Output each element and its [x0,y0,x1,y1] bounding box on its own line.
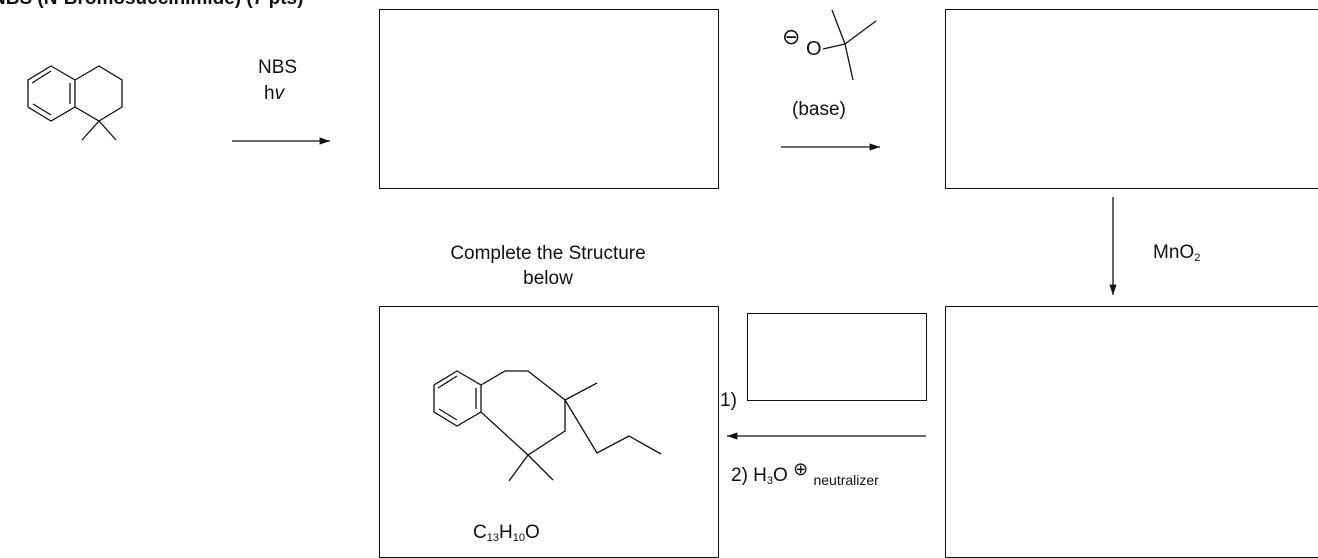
base-label: (base) [792,99,846,120]
neutralizer-label: neutralizer [813,472,879,488]
question-header: NBS (N-Bromosuccinimide) (7 pts) [0,0,303,10]
final-title-line-1: Complete the Structure [450,243,646,264]
answer-box-intermediate-3[interactable] [945,306,1318,558]
molecular-formula: C13H10O [473,522,540,544]
step-1-label: 1) [720,390,737,411]
answer-box-final-product[interactable] [379,306,719,558]
starting-material-structure [27,65,123,141]
mno2-main: MnO [1153,242,1195,263]
condition-light-label: hv [264,83,284,105]
reagent-mno2-label: MnO2 [1153,242,1200,269]
positive-charge-symbol: ⊕ [793,459,809,479]
h3o-subscript: 3 [766,475,774,487]
answer-box-reagent[interactable] [747,313,927,401]
reagent-nbs-label: NBS [258,57,298,78]
condition-v: v [274,83,285,104]
condition-h: h [264,83,275,104]
answer-box-intermediate-2[interactable] [945,9,1318,189]
tert-butoxide-structure [822,9,877,81]
answer-box-intermediate-1[interactable] [379,9,719,189]
mno2-subscript: 2 [1194,252,1201,264]
final-product-structure [433,370,662,482]
oxygen-atom-label: O [806,38,822,60]
negative-charge-symbol: ⊖ [782,24,801,49]
h3o-atom: O [773,465,788,486]
h3o-prefix: 2) H [731,465,767,486]
step-2-label: 2) H3O ⊕ neutralizer [731,458,879,492]
final-title-line-2: below [523,268,573,289]
